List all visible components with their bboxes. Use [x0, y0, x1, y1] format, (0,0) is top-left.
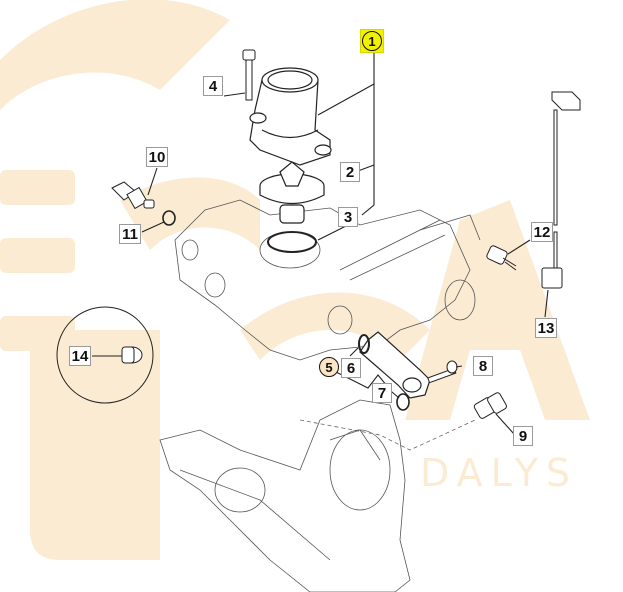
- temperature-sensor-part-10: [111, 181, 155, 210]
- callout-8-label: 8: [478, 357, 488, 375]
- callout-1[interactable]: 1: [360, 29, 384, 53]
- callout-2[interactable]: 2: [340, 162, 360, 182]
- wiring-harness-part-13: [541, 91, 581, 289]
- thermostat-part-2: [259, 161, 325, 224]
- sensor-part-12: [486, 245, 517, 271]
- o-ring-part-6: [358, 334, 370, 354]
- callout-4[interactable]: 4: [203, 76, 223, 96]
- callout-8[interactable]: 8: [473, 356, 493, 376]
- union-fitting-part-9: [473, 392, 507, 419]
- callout-11[interactable]: 11: [119, 224, 141, 244]
- hidden-line: [299, 419, 476, 451]
- callout-7-label: 7: [377, 384, 387, 402]
- gasket-part-3: [267, 231, 317, 253]
- callout-5-label: 5: [319, 357, 339, 377]
- bolt-part-4: [242, 49, 256, 101]
- callout-6-label: 6: [346, 359, 356, 377]
- bolt-part-8: [427, 360, 458, 384]
- callout-14[interactable]: 14: [69, 346, 91, 366]
- callout-3-label: 3: [343, 208, 353, 226]
- plug-part-14: [121, 346, 143, 364]
- callout-12[interactable]: 12: [531, 222, 553, 242]
- callout-11-label: 11: [122, 225, 138, 243]
- callout-9-label: 9: [518, 427, 528, 445]
- callout-1-label: 1: [362, 31, 382, 51]
- callout-6[interactable]: 6: [341, 358, 361, 378]
- callout-4-label: 4: [208, 77, 218, 95]
- callout-12-label: 12: [533, 223, 551, 241]
- callout-5[interactable]: 5: [318, 356, 340, 378]
- callout-9[interactable]: 9: [513, 426, 533, 446]
- o-ring-part-11: [162, 210, 176, 226]
- callout-14-label: 14: [71, 347, 89, 365]
- front-cover: [159, 399, 411, 592]
- leader-lines: [92, 52, 549, 435]
- thermostat-housing: [249, 67, 332, 166]
- coolant-pipe-part-5: [359, 331, 431, 399]
- callout-3[interactable]: 3: [338, 207, 358, 227]
- o-ring-part-7: [396, 393, 410, 411]
- detail-circle-part-14: [56, 306, 154, 404]
- callout-13[interactable]: 13: [535, 318, 557, 338]
- watermark-text: DALYS: [420, 451, 578, 495]
- callout-10[interactable]: 10: [146, 147, 168, 167]
- callout-7[interactable]: 7: [372, 383, 392, 403]
- callout-13-label: 13: [537, 319, 555, 337]
- callout-2-label: 2: [345, 163, 355, 181]
- callout-10-label: 10: [148, 148, 166, 166]
